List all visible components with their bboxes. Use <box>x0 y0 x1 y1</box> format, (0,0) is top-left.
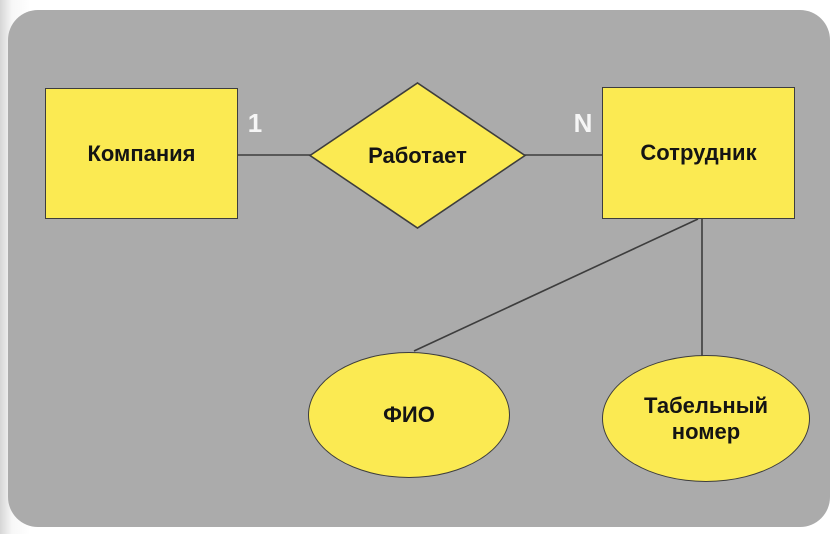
relationship-works-label: Работает <box>368 143 467 168</box>
entity-company-label: Компания <box>87 140 196 166</box>
cardinality-many: N <box>573 108 593 138</box>
entity-employee: Сотрудник <box>602 87 795 219</box>
attribute-tab-number-label: Табельный номер <box>643 393 769 444</box>
attribute-fio-label: ФИО <box>383 402 435 428</box>
relationship-works: Работает <box>330 140 505 172</box>
attribute-tab-number: Табельный номер <box>602 355 810 482</box>
entity-company: Компания <box>45 88 238 219</box>
entity-employee-label: Сотрудник <box>640 140 757 165</box>
attribute-fio: ФИО <box>308 352 510 478</box>
cardinality-one: 1 <box>247 108 263 138</box>
